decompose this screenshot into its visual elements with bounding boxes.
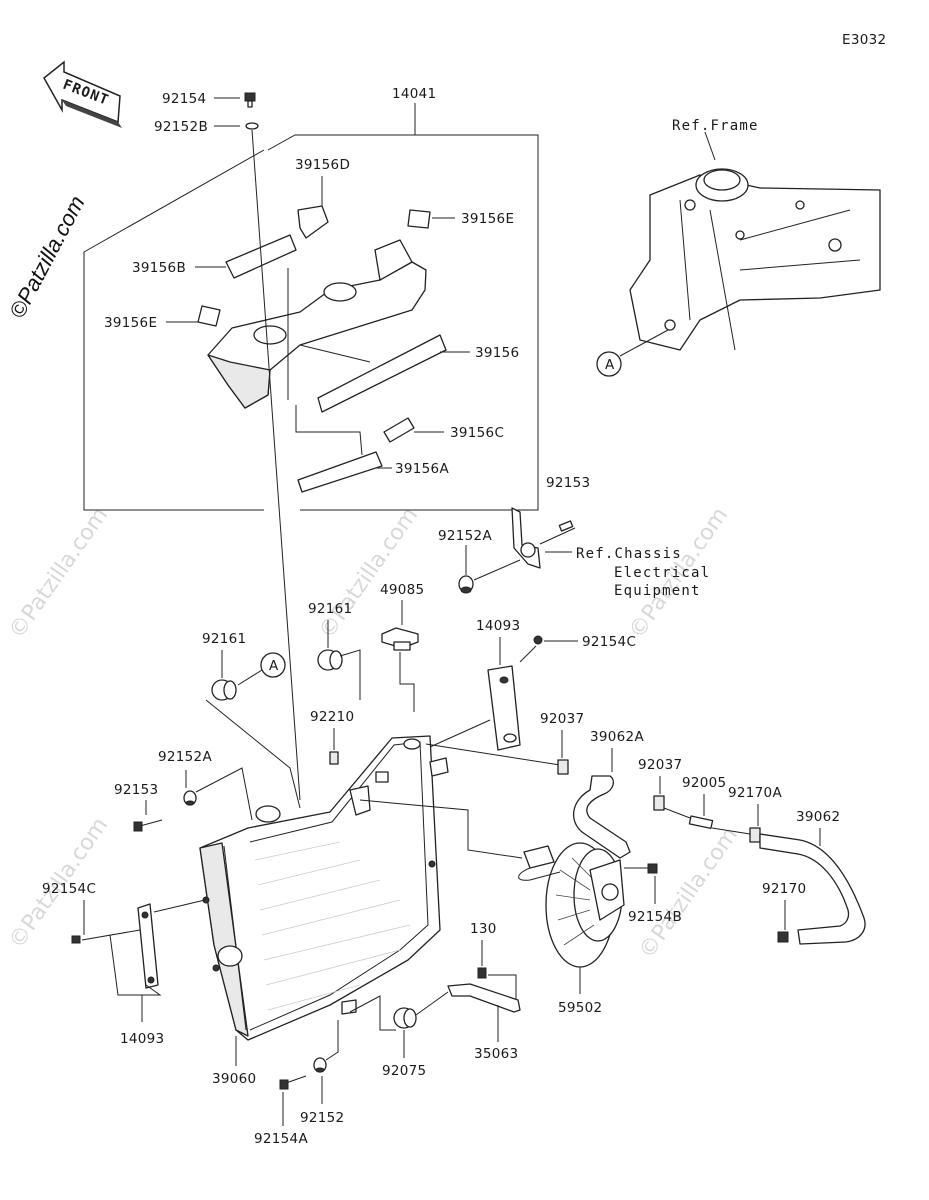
label-39156: 39156: [475, 345, 519, 361]
damper-92075: [393, 1007, 417, 1029]
bolt-92154B: [647, 863, 658, 874]
ref-chassis-line1: Ref.Chassis: [576, 546, 682, 562]
grommet-92161-mid: [317, 649, 343, 671]
label-92154C-top: 92154C: [582, 634, 636, 650]
label-92154C-left: 92154C: [42, 881, 96, 897]
label-92152A-left: 92152A: [158, 749, 212, 765]
label-92161-mid: 92161: [308, 601, 352, 617]
label-92153-left: 92153: [114, 782, 158, 798]
part-labels: 92154 92152B 14041 39156D 39156E 39156B …: [42, 86, 840, 1147]
label-92154A: 92154A: [254, 1131, 308, 1147]
grommet-92161-left: [211, 679, 237, 701]
grommet-92152A-top: [458, 575, 474, 594]
label-92152A-top: 92152A: [438, 528, 492, 544]
label-92005: 92005: [682, 775, 726, 791]
label-14093-top: 14093: [476, 618, 520, 634]
bolt-92154C-left: [71, 935, 81, 944]
label-92152: 92152: [300, 1110, 344, 1126]
ref-chassis-line2: Electrical: [614, 565, 710, 581]
watermark: ©Patzilla.com: [634, 823, 743, 963]
label-92170: 92170: [762, 881, 806, 897]
clamp-92037-b: [653, 795, 665, 811]
label-39156A: 39156A: [395, 461, 449, 477]
chassis-bracket: [511, 507, 576, 569]
diagram-code: E3032: [842, 32, 886, 48]
label-92161-left: 92161: [202, 631, 246, 647]
frame-reference: [619, 168, 881, 357]
bolt-92154A: [279, 1075, 307, 1090]
clamp-92170A: [749, 827, 761, 843]
label-35063: 35063: [474, 1046, 518, 1062]
hose-39062A: [572, 775, 631, 859]
front-arrow-icon: FRONT: [43, 60, 122, 128]
callout-a-frame: [596, 351, 622, 377]
bolt-92154: [244, 92, 256, 108]
washer-92152: [313, 1057, 327, 1073]
foam-39156D: [297, 205, 329, 239]
brand-logo: ©Patzilla.com: [4, 192, 89, 323]
label-49085: 49085: [380, 582, 424, 598]
label-92154B: 92154B: [628, 909, 682, 925]
label-92154: 92154: [162, 91, 206, 107]
clamp-92037-a: [557, 759, 569, 775]
callout-a-radiator: [260, 652, 286, 678]
label-39156C: 39156C: [450, 425, 504, 441]
washer-92152A-left: [183, 790, 197, 806]
fan-59502: [518, 842, 625, 968]
foam-39156A: [297, 451, 383, 493]
label-92210: 92210: [310, 709, 354, 725]
foam-39156E-left: [197, 305, 221, 327]
clamp-92170: [777, 931, 789, 943]
watermark: ©Patzilla.com: [4, 503, 113, 643]
radiator-cap-49085: [381, 627, 419, 651]
pipe-92005: [688, 815, 714, 830]
bolt-92153-left: [133, 819, 163, 832]
label-39062A: 39062A: [590, 729, 644, 745]
label-92170A: 92170A: [728, 785, 782, 801]
callout-a-radiator-label: A: [269, 658, 279, 674]
label-130: 130: [470, 921, 497, 937]
bolt-92154C-top: [533, 635, 543, 645]
bracket-14093-left: [137, 903, 159, 989]
bracket-14093-top: [487, 665, 521, 751]
label-39156E-top: 39156E: [461, 211, 514, 227]
bolt-130: [477, 967, 487, 979]
foam-39156: [317, 334, 447, 413]
hose-39062: [759, 833, 866, 945]
callout-a-frame-label: A: [605, 357, 615, 373]
label-39156E-left: 39156E: [104, 315, 157, 331]
leader-lines-upper: [166, 97, 470, 801]
label-39060: 39060: [212, 1071, 256, 1087]
label-92037-b: 92037: [638, 757, 682, 773]
label-92152B: 92152B: [154, 119, 208, 135]
foam-39156E-top: [407, 209, 431, 229]
label-39062: 39062: [796, 809, 840, 825]
label-92037-a: 92037: [540, 711, 584, 727]
clip-92210: [329, 751, 339, 765]
label-39156B: 39156B: [132, 260, 186, 276]
stay-35063: [447, 983, 521, 1013]
shroud-assembly-box: [83, 103, 539, 511]
washer-92152B: [245, 122, 259, 130]
label-92075: 92075: [382, 1063, 426, 1079]
watermark: ©Patzilla.com: [314, 503, 423, 643]
shroud-14041: [207, 239, 427, 409]
foam-39156C: [383, 417, 415, 443]
label-14093-bottom: 14093: [120, 1031, 164, 1047]
label-14041: 14041: [392, 86, 436, 102]
label-39156D: 39156D: [295, 157, 350, 173]
label-92153-top: 92153: [546, 475, 590, 491]
radiator-39060: [199, 735, 449, 1041]
ref-chassis-line3: Equipment: [614, 583, 701, 599]
ref-frame: Ref.Frame: [672, 118, 759, 134]
label-59502: 59502: [558, 1000, 602, 1016]
